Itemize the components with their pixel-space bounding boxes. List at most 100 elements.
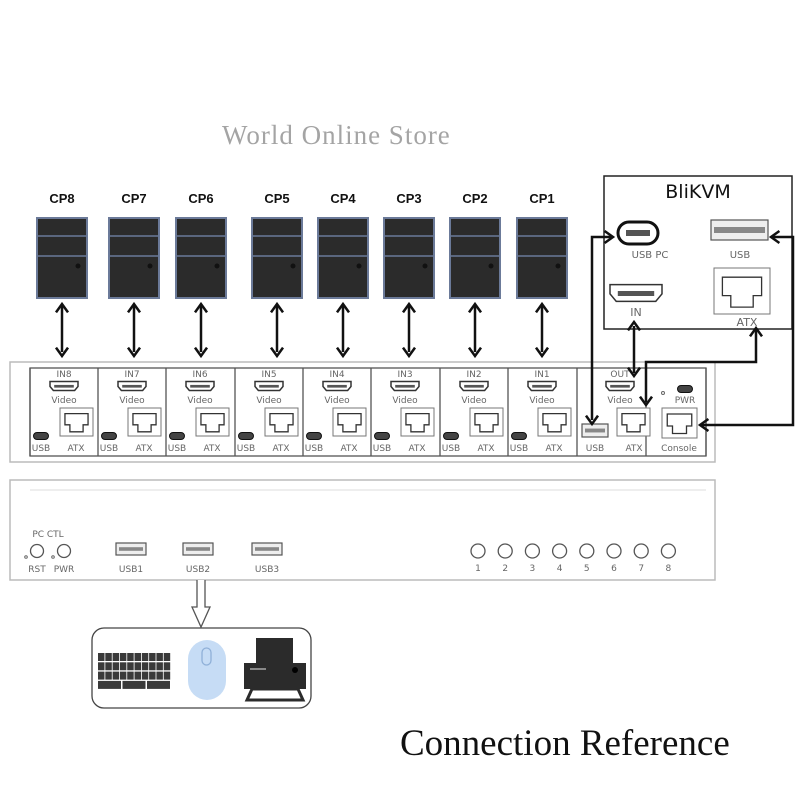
rj45-socket <box>666 413 693 435</box>
arrow-head-icon <box>697 417 710 433</box>
blikvm-usb-port-icon <box>710 219 769 241</box>
usb-label: USB <box>32 444 50 454</box>
console-port-icon <box>661 407 698 439</box>
front-usb-port-icon <box>182 542 214 556</box>
keyboard-key <box>149 653 156 661</box>
arrow-head-icon <box>584 414 600 427</box>
tower-led <box>75 263 81 269</box>
video-label: Video <box>461 396 487 406</box>
input-label: IN4 <box>329 370 344 380</box>
video-label: Video <box>607 396 633 406</box>
hdmi-port-icon <box>390 380 420 392</box>
channel-button-label: 6 <box>611 564 617 574</box>
usb-a-port-icon <box>581 423 609 438</box>
keyboard-key <box>112 662 120 671</box>
usb-c-port-icon <box>374 432 390 440</box>
hollow-arrow-icon <box>190 580 212 629</box>
rst-label: RST <box>28 565 46 575</box>
computer-label: CP3 <box>396 191 421 206</box>
usb-c-port-icon <box>169 432 185 440</box>
arrow-head-icon <box>269 346 285 359</box>
hdmi-port-icon <box>527 380 557 392</box>
rj45-port-icon <box>537 407 572 437</box>
rj45-port-icon <box>332 407 367 437</box>
rj45-socket <box>474 412 499 433</box>
usb-label: USB <box>305 444 323 454</box>
channel-button <box>497 543 513 559</box>
usb-a-tongue <box>585 428 605 433</box>
keyboard-key <box>163 671 171 680</box>
pwr-label: PWR <box>675 396 696 406</box>
computer-tower-icon <box>383 217 435 299</box>
indicator-led <box>24 555 28 559</box>
usb-a-tongue <box>186 547 210 551</box>
blikvm-atx-label: ATX <box>737 316 758 329</box>
mouse-icon <box>188 640 226 700</box>
diagram-title: Connection Reference <box>400 723 730 764</box>
video-label: Video <box>119 396 145 406</box>
keyboard-key <box>112 653 120 661</box>
channel-button <box>551 543 568 559</box>
keyboard-key <box>147 680 170 689</box>
arrow-head-icon <box>626 366 642 379</box>
hdmi-port-icon <box>49 380 79 392</box>
arrow-head-icon <box>54 346 70 359</box>
output-label: OUT <box>610 370 630 380</box>
arrow-head-icon <box>401 346 417 359</box>
channel-button <box>524 543 541 559</box>
computer-tower-icon <box>449 217 501 299</box>
front-usb-port-icon <box>251 542 283 556</box>
channel-button-label: 4 <box>557 564 563 574</box>
input-label: IN5 <box>261 370 276 380</box>
usb-to-console-line <box>702 235 795 427</box>
channel-button <box>660 543 677 559</box>
computer-label: CP7 <box>121 191 146 206</box>
usb-pc-label: USB PC <box>632 250 669 261</box>
usb-pc-tongue <box>626 230 650 236</box>
channel-button <box>579 543 595 559</box>
pwr-label: PWR <box>54 565 75 575</box>
channel-button-label: 5 <box>584 564 590 574</box>
arrow-head-icon <box>269 301 285 314</box>
keyboard-key <box>163 662 171 671</box>
arrow-head-icon <box>467 346 483 359</box>
atx-label: ATX <box>272 444 289 454</box>
keyboard-key <box>127 662 134 671</box>
channel-button-label: 2 <box>502 564 508 574</box>
tower-body <box>36 217 88 299</box>
usb-a-tongue <box>119 547 143 551</box>
computer-tower-icon <box>516 217 568 299</box>
pwr-button <box>56 543 72 559</box>
hdmi-pins <box>617 291 655 296</box>
channel-button-label: 7 <box>638 564 644 574</box>
hdmi-pins <box>532 384 552 388</box>
arrow-head-icon <box>534 346 550 359</box>
power-usb-c-icon <box>677 385 693 393</box>
keyboard-key <box>98 653 105 661</box>
usb-label: USB <box>373 444 391 454</box>
keyboard-key <box>127 653 134 661</box>
tower-body <box>317 217 369 299</box>
atx-label: ATX <box>67 444 84 454</box>
arrow-head-icon <box>768 229 781 245</box>
keyboard-key <box>156 671 163 680</box>
usb-c-port-icon <box>33 432 49 440</box>
keyboard-key <box>141 671 149 680</box>
usb-label: USB <box>168 444 186 454</box>
atx-out-port-icon <box>616 407 651 437</box>
usb-pc-to-kvm-usb-line <box>590 235 612 420</box>
hdmi-out-port-icon <box>605 380 635 392</box>
usb-label: USB <box>510 444 528 454</box>
tower-body <box>383 217 435 299</box>
computer-tower-icon <box>251 217 303 299</box>
tower-led <box>290 263 296 269</box>
front-usb-port-icon <box>115 542 147 556</box>
computer-tower-icon <box>108 217 160 299</box>
atx-label: ATX <box>545 444 562 454</box>
keyboard-key <box>149 671 156 680</box>
computer-label: CP2 <box>462 191 487 206</box>
rj45-socket <box>132 412 157 433</box>
hdmi-pins <box>190 384 210 388</box>
tower-led <box>214 263 220 269</box>
video-label: Video <box>324 396 350 406</box>
